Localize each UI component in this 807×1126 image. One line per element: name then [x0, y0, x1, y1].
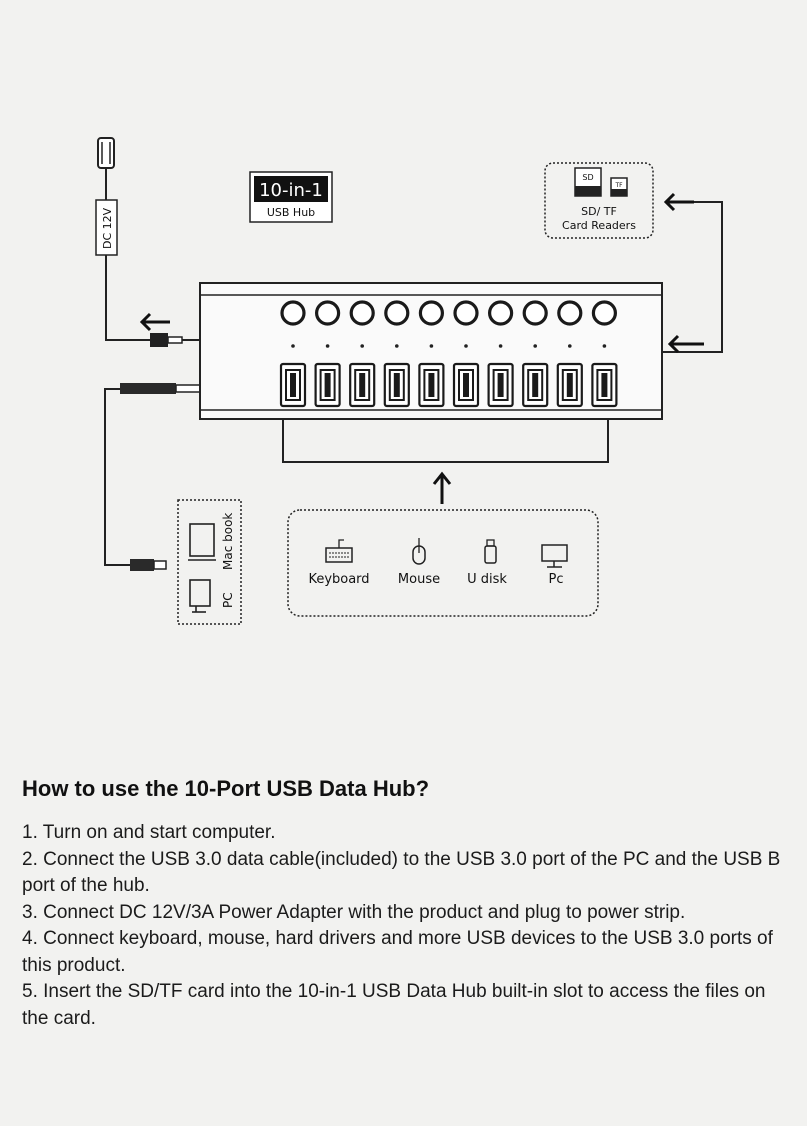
- device-label: Pc: [549, 572, 564, 587]
- dc-12v-label: DC 12V: [101, 207, 114, 249]
- status-led: [464, 344, 468, 348]
- power-switch: [280, 300, 306, 326]
- step-item: 2. Connect the USB 3.0 data cable(includ…: [22, 848, 781, 897]
- device-label: U disk: [467, 572, 507, 587]
- steps-list: 1. Turn on and start computer. 2. Connec…: [22, 820, 797, 1032]
- step-item: 1. Turn on and start computer.: [22, 822, 276, 843]
- usb-port: [522, 362, 549, 408]
- usb-port: [591, 362, 618, 408]
- power-switch: [315, 300, 341, 326]
- pc-label: PC: [221, 592, 235, 608]
- card-reader: SD TF SD/ TF Card Readers: [544, 162, 723, 354]
- usb-port: [487, 362, 514, 408]
- dc-power-cable: DC 12V: [95, 137, 200, 347]
- power-switch: [557, 300, 583, 326]
- sd-slot-label: SD: [582, 173, 593, 182]
- power-switch: [453, 300, 479, 326]
- devices-box: Keyboard Mouse U disk Pc: [287, 509, 599, 617]
- tf-card-icon: TF: [610, 177, 628, 197]
- device-label: Mouse: [398, 572, 440, 587]
- usb-port: [418, 362, 445, 408]
- usb-port: [314, 362, 341, 408]
- power-switch: [349, 300, 375, 326]
- status-led: [568, 344, 572, 348]
- usb-port: [349, 362, 376, 408]
- status-led: [291, 344, 295, 348]
- arrow-left-icon: [663, 192, 694, 212]
- power-switch: [591, 300, 618, 326]
- laptop-icon: [189, 523, 215, 557]
- usb-port: [556, 362, 583, 408]
- usb-port: [279, 362, 307, 408]
- how-to-section: How to use the 10-Port USB Data Hub? 1. …: [22, 776, 797, 1032]
- status-led: [498, 344, 503, 348]
- card-reader-label-2: Card Readers: [562, 219, 636, 232]
- mouse-icon: [412, 538, 426, 565]
- mac-book-label: Mac book: [221, 513, 235, 570]
- step-item: 5. Insert the SD/TF card into the 10-in-…: [22, 981, 766, 1029]
- arrow-up-icon: [432, 471, 452, 504]
- arrow-left-icon: [667, 334, 704, 354]
- status-leds: [291, 344, 607, 348]
- usb-hub-body: [199, 282, 663, 420]
- status-led: [360, 344, 365, 348]
- how-to-title: How to use the 10-Port USB Data Hub?: [22, 776, 430, 801]
- usb-port: [383, 362, 410, 408]
- status-led: [429, 344, 434, 348]
- sd-card-icon: SD: [574, 167, 602, 197]
- hub-connection-diagram: DC 12V Mac book PC 10-in-1 USB Hub: [95, 137, 723, 625]
- usb-drive-icon: [484, 539, 497, 564]
- power-switch: [418, 300, 444, 326]
- status-led: [325, 344, 330, 348]
- status-led: [533, 344, 537, 348]
- usb-data-cable: [104, 383, 201, 571]
- power-switch: [384, 300, 410, 326]
- card-reader-label-1: SD/ TF: [581, 205, 617, 218]
- desktop-pc-icon: [189, 579, 211, 607]
- product-badge: 10-in-1 USB Hub: [249, 171, 333, 223]
- arrow-left-icon: [139, 312, 170, 332]
- device-connector: [282, 418, 609, 504]
- step-item: 4. Connect keyboard, mouse, hard drivers…: [22, 928, 773, 976]
- computers-box: Mac book PC: [177, 499, 242, 625]
- monitor-icon: [541, 544, 568, 568]
- status-led: [395, 344, 399, 348]
- step-item: 3. Connect DC 12V/3A Power Adapter with …: [22, 901, 686, 923]
- badge-title: 10-in-1: [259, 180, 323, 201]
- badge-subtitle: USB Hub: [267, 206, 315, 219]
- usb-ports: [279, 362, 618, 408]
- power-switch: [522, 300, 548, 326]
- power-switch: [488, 300, 514, 326]
- keyboard-icon: [325, 539, 353, 563]
- status-led: [602, 344, 607, 348]
- tf-slot-label: TF: [614, 182, 623, 189]
- usb-port: [452, 362, 480, 408]
- power-switches: [280, 300, 618, 326]
- device-label: Keyboard: [308, 572, 369, 587]
